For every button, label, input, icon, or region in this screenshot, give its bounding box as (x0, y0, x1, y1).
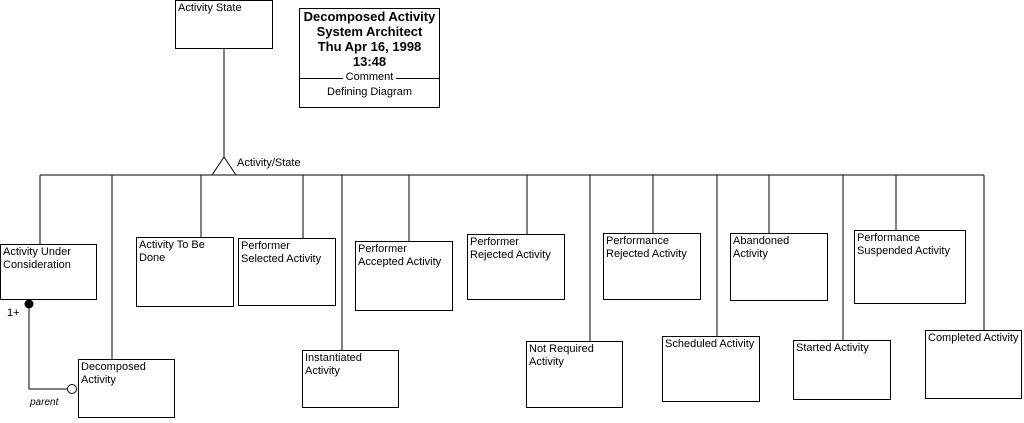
entity-label-line: Activity (733, 248, 768, 260)
entity-performance-rejected-activity[interactable]: Performance Rejected Activity (603, 233, 701, 300)
entity-label-line: Activity To Be (139, 239, 205, 251)
entity-label-line: Decomposed (81, 361, 146, 373)
title-line-2: System Architect (316, 24, 423, 39)
entity-label-line: Activity Under (3, 246, 71, 258)
entity-performer-rejected-activity[interactable]: Performer Rejected Activity (467, 234, 565, 300)
comment-divider: Comment (300, 71, 439, 85)
entity-performer-accepted-activity[interactable]: Performer Accepted Activity (355, 241, 453, 311)
entity-label-line: Instantiated Activity (305, 352, 362, 377)
entity-label-line: Activity (529, 356, 564, 368)
entity-performance-suspended-activity[interactable]: Performance Suspended Activity (854, 230, 966, 304)
entity-label-line: Rejected Activity (470, 249, 551, 261)
entity-activity-under-consideration[interactable]: Activity Under Consideration (0, 244, 97, 300)
entity-label-line: Completed Activity (928, 332, 1019, 344)
entity-instantiated-activity[interactable]: Instantiated Activity (302, 350, 399, 408)
entity-not-required-activity[interactable]: Not Required Activity (526, 341, 623, 408)
parent-relationship-line (28, 304, 67, 390)
open-circle-end-icon (67, 384, 77, 394)
generalization-triangle (211, 156, 237, 176)
title-line-3: Thu Apr 16, 1998 (317, 39, 422, 54)
cardinality-label: 1+ (7, 307, 20, 319)
entity-label-line: Abandoned (733, 235, 790, 247)
entity-label-line: Accepted Activity (358, 256, 442, 268)
title-line-4: 13:48 (352, 54, 387, 69)
entity-label-line: Started Activity (796, 342, 869, 354)
comment-note: Defining Diagram (327, 86, 412, 98)
entity-label-line: Suspended Activity (857, 245, 950, 257)
entity-label-line: Performer (358, 243, 407, 255)
filled-dot-end-icon (24, 299, 34, 309)
role-label-parent: parent (30, 397, 59, 408)
entity-scheduled-activity[interactable]: Scheduled Activity (662, 336, 760, 402)
entity-label: Activity State (178, 2, 242, 14)
entity-label-line: Selected Activity (241, 253, 322, 265)
title-block: Decomposed Activity System Architect Thu… (299, 8, 440, 108)
entity-label-line: Rejected Activity (606, 248, 687, 260)
entity-completed-activity[interactable]: Completed Activity (925, 330, 1022, 399)
entity-started-activity[interactable]: Started Activity (793, 340, 891, 400)
entity-label-line: Performer (241, 240, 290, 252)
entity-abandoned-activity[interactable]: Abandoned Activity (730, 233, 828, 301)
entity-label-line: Activity (81, 374, 116, 386)
entity-performer-selected-activity[interactable]: Performer Selected Activity (238, 238, 336, 306)
title-line-1: Decomposed Activity (303, 9, 436, 24)
entity-activity-to-be-done[interactable]: Activity To Be Done (136, 237, 234, 307)
entity-label-line: Performer (470, 236, 519, 248)
entity-label-line: Scheduled Activity (665, 338, 755, 350)
entity-decomposed-activity[interactable]: Decomposed Activity (78, 359, 175, 418)
comment-label: Comment (342, 71, 397, 83)
entity-label-line: Performance (857, 232, 920, 244)
entity-label-line: Consideration (3, 259, 71, 271)
generalization-label: Activity/State (237, 157, 301, 169)
entity-label-line: Done (139, 252, 166, 264)
entity-label-line: Performance (606, 235, 669, 247)
entity-label-line: Not Required (529, 343, 594, 355)
entity-activity-state[interactable]: Activity State (175, 0, 273, 49)
